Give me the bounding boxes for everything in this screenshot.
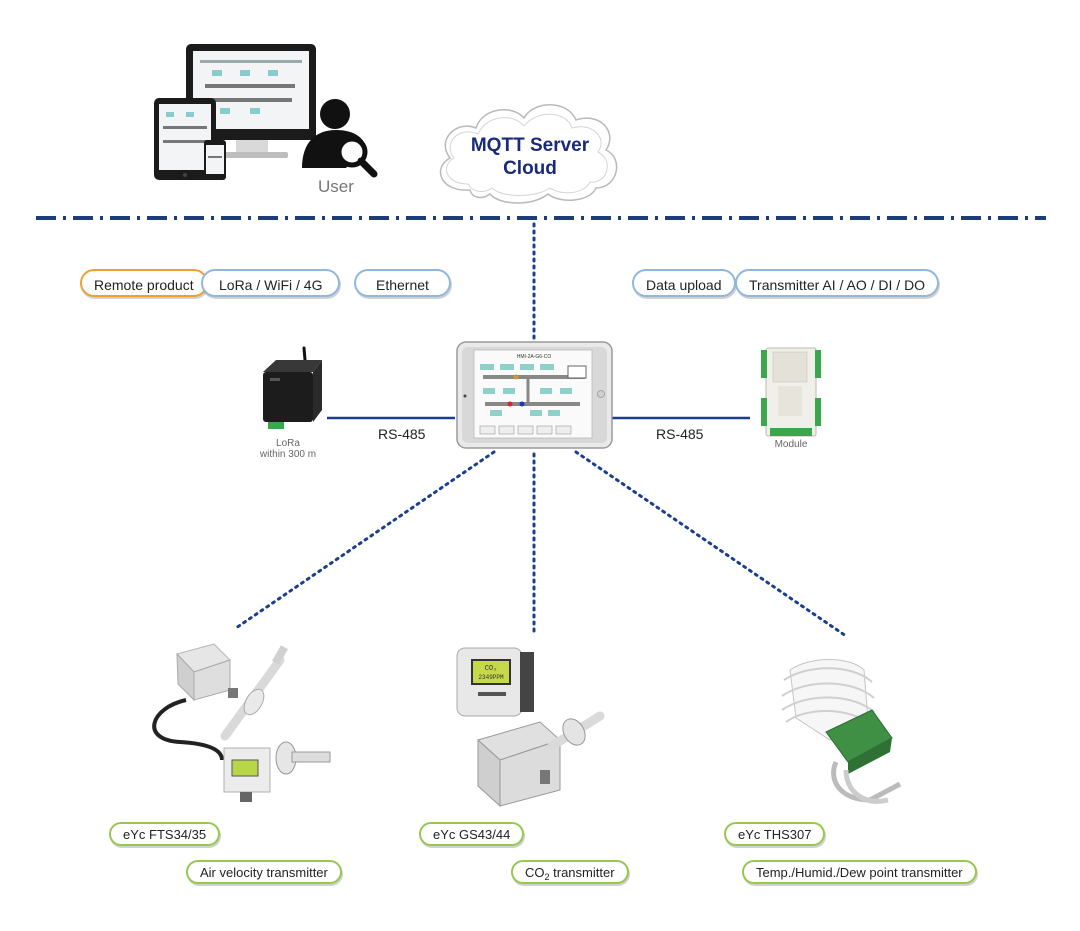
- io-module-icon: [761, 347, 821, 437]
- temp-humid-transmitter-icon: [781, 659, 902, 804]
- rs485-left-label: RS-485: [378, 426, 426, 442]
- co2-suffix: transmitter: [549, 865, 615, 880]
- hmi-screen-title: HMI-2A-G6-CO: [517, 354, 552, 360]
- tag-model-fts: eYc FTS34/35: [109, 822, 221, 846]
- user-label: User: [318, 177, 354, 196]
- tag-transmitter-io: Transmitter AI / AO / DI / DO: [735, 269, 940, 297]
- co2-display-line1: CO₂: [485, 665, 498, 673]
- co2-subscript: 2: [544, 872, 550, 882]
- tag-model-ths: eYc THS307: [724, 822, 826, 846]
- tag-type-temp-humid: Temp./Humid./Dew point transmitter: [742, 860, 977, 884]
- co2-transmitter-icon: CO₂ 2349PPM: [456, 647, 605, 808]
- user-search-icon: [302, 99, 378, 178]
- lora-caption-line2: within 300 m: [259, 449, 317, 460]
- tag-type-co2: CO2 transmitter: [511, 860, 629, 884]
- co2-prefix: CO: [525, 865, 545, 880]
- tag-data-upload: Data upload: [632, 269, 736, 297]
- hmi-panel-icon: HMI-2A-G6-CO: [456, 341, 613, 449]
- cloud-label: MQTT Server Cloud: [450, 134, 610, 180]
- lora-gateway-icon: [263, 346, 322, 429]
- tag-remote-product: Remote product: [80, 269, 208, 297]
- tag-lora-wifi-4g: LoRa / WiFi / 4G: [201, 269, 341, 297]
- phone-icon: [204, 140, 226, 180]
- link-ths-line: [574, 450, 848, 638]
- tag-model-gs: eYc GS43/44: [419, 822, 525, 846]
- lora-caption: LoRa within 300 m: [248, 438, 328, 460]
- co2-display-line2: 2349PPM: [478, 674, 504, 681]
- lora-caption-line1: LoRa: [276, 438, 300, 449]
- module-caption: Module: [774, 439, 808, 450]
- tag-ethernet: Ethernet: [354, 269, 451, 297]
- cloud-icon: [439, 104, 618, 204]
- cloud-label-line1: MQTT Server: [470, 135, 590, 156]
- link-fts-line: [234, 450, 496, 630]
- rs485-right-label: RS-485: [656, 426, 704, 442]
- monitor-icon: [186, 44, 316, 158]
- tablet-icon: [154, 98, 216, 180]
- tag-type-air-velocity: Air velocity transmitter: [186, 860, 342, 884]
- air-velocity-transmitter-icon: [152, 643, 331, 802]
- cloud-label-line2: Cloud: [503, 158, 557, 179]
